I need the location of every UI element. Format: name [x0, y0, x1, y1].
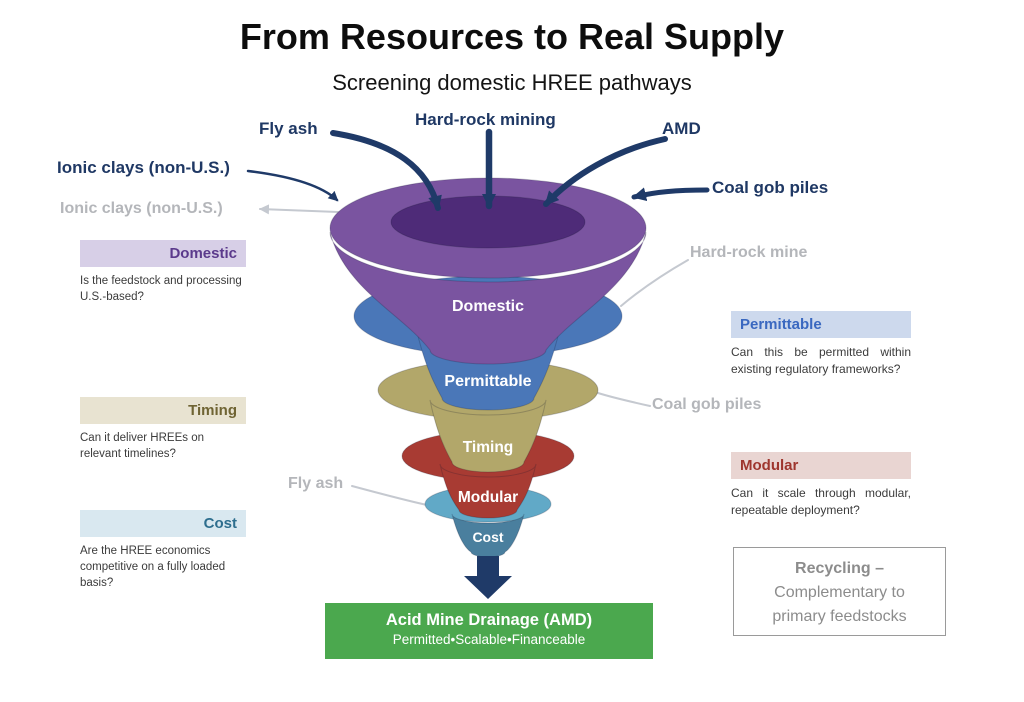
criteria-question-permittable: Can this be permitted within existing re…	[731, 345, 911, 376]
criteria-question-modular: Can it scale through modular, repeatable…	[731, 486, 911, 517]
result-title: Acid Mine Drainage (AMD)	[385, 611, 593, 629]
recycling-line-3: primary feedstocks	[772, 608, 907, 625]
funnel-stem-modular	[439, 463, 537, 519]
coal-gob-piles-arrow	[631, 187, 710, 202]
criteria-question-cost: Are the HREE economics competitive on a …	[80, 545, 226, 590]
input-arrows	[246, 128, 710, 211]
criteria-box-timing: Timing Can it deliver HREEs on relevant …	[80, 397, 246, 462]
eliminated-connector-hard-rock-mine	[620, 259, 689, 307]
criteria-header-cost: Cost	[80, 510, 246, 537]
criteria-title-modular: Modular	[740, 457, 799, 474]
recycling-note-box: Recycling – Complementary to primary fee…	[733, 547, 946, 636]
funnel-stage-label-modular: Modular	[458, 489, 518, 506]
source-label-fly-ash: Fly ash	[259, 119, 318, 138]
source-label-coal-gob-piles: Coal gob piles	[712, 178, 829, 197]
source-label-ionic-clays: Ionic clays (non-U.S.)	[57, 158, 230, 177]
criteria-box-modular: Modular Can it scale through modular, re…	[731, 452, 911, 519]
eliminated-label-coal-gob-piles: Coal gob piles	[652, 396, 762, 413]
down-arrow-icon	[464, 556, 512, 599]
funnel-body	[329, 177, 647, 558]
funnel-stage-label-timing: Timing	[463, 439, 514, 456]
recycling-line-2: Complementary to	[774, 584, 905, 601]
recycling-line-1: Recycling –	[795, 560, 884, 577]
eliminated-label-ionic-clays: Ionic clays (non-U.S.)	[60, 200, 223, 217]
eliminated-connector-fly-ash	[351, 485, 428, 506]
criteria-box-cost: Cost Are the HREE economics competitive …	[80, 510, 246, 591]
page-title: From Resources to Real Supply	[239, 16, 785, 57]
source-label-amd: AMD	[662, 119, 701, 138]
criteria-question-domestic: Is the feedstock and processing U.S.-bas…	[80, 275, 242, 304]
criteria-box-permittable: Permittable Can this be permitted within…	[731, 311, 911, 378]
criteria-box-domestic: Domestic Is the feedstock and processing…	[80, 240, 246, 305]
funnel-stage-label-cost: Cost	[472, 529, 503, 545]
criteria-title-domestic: Domestic	[169, 245, 237, 262]
eliminated-connector-coal-gob-piles	[597, 392, 651, 407]
criteria-header-domestic: Domestic	[80, 240, 246, 267]
eliminated-label-fly-ash: Fly ash	[288, 475, 344, 492]
criteria-title-permittable: Permittable	[740, 316, 822, 333]
fly-ash-arrow	[330, 130, 442, 211]
eliminated-connectors	[259, 204, 689, 506]
criteria-title-cost: Cost	[203, 515, 237, 532]
funnel-stage-label-domestic: Domestic	[452, 298, 524, 315]
result-subtitle: Permitted•Scalable•Financeable	[392, 632, 586, 647]
funnel-tip	[451, 513, 525, 558]
criteria-header-modular: Modular	[731, 452, 911, 479]
source-label-hard-rock-mining: Hard-rock mining	[415, 110, 556, 129]
criteria-header-timing: Timing	[80, 397, 246, 424]
ionic-clays-arrow	[246, 169, 339, 202]
result-banner: Acid Mine Drainage (AMD) Permitted•Scala…	[325, 603, 653, 659]
criteria-question-timing: Can it deliver HREEs on relevant timelin…	[80, 432, 204, 461]
funnel-stage-label-permittable: Permittable	[444, 373, 531, 390]
funnel-stem-domestic	[329, 231, 647, 365]
page-subtitle: Screening domestic HREE pathways	[332, 70, 692, 95]
funnel-stem-timing	[429, 399, 547, 473]
criteria-title-timing: Timing	[188, 402, 237, 419]
eliminated-connector-ionic-clays	[259, 204, 339, 215]
eliminated-label-hard-rock-mine: Hard-rock mine	[690, 244, 808, 261]
criteria-header-permittable: Permittable	[731, 311, 911, 338]
amd-arrow	[543, 136, 668, 207]
